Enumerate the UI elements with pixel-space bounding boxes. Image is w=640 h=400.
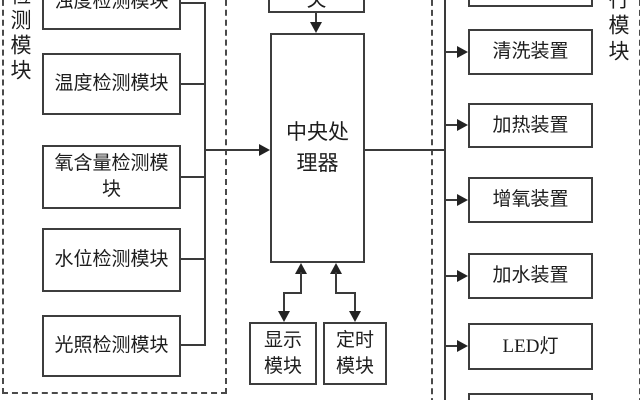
cpu-output-line (365, 149, 445, 151)
detection-module-box-water-level: 水位检测模块 (42, 228, 181, 292)
detection-module-box-temperature: 温度检测模块 (42, 53, 181, 115)
display-module-box: 显示模块 (249, 322, 317, 385)
device-box-led-light: LED灯 (468, 323, 593, 370)
detection-module-box-oxygen: 氧含量检测模块 (42, 145, 181, 209)
cpu-input-arrowhead (259, 144, 270, 156)
cpu-to-timer-arrowhead (349, 311, 361, 322)
device-box-cleaning: 清洗装置 (468, 29, 593, 75)
oxygenation-arrowhead (457, 194, 468, 206)
timer-connector-line (335, 272, 337, 294)
timer-connector-line (354, 292, 356, 313)
cleaning-arrowhead (457, 46, 468, 58)
detection-bus-line (204, 2, 206, 346)
device-box-cut-bottom (468, 393, 593, 400)
top-box-to-cpu-line (315, 13, 317, 23)
cleaning-branch-line (444, 51, 459, 53)
oxygen-connector-line (181, 176, 206, 178)
detection-module-box-light: 光照检测模块 (42, 315, 181, 377)
heating-arrowhead (457, 119, 468, 131)
device-box-water-adding: 加水装置 (468, 253, 593, 299)
temperature-connector-line (181, 83, 206, 85)
execution-group-label: 执行模块 (606, 0, 630, 66)
top-partial-box-label: 关 (306, 0, 327, 11)
turbidity-connector-line (181, 2, 206, 4)
display-connector-line (300, 272, 302, 294)
water-adding-branch-line (444, 275, 459, 277)
display-connector-line (283, 292, 285, 313)
led-arrowhead (457, 340, 468, 352)
detection-group-label: 检测模块 (8, 0, 32, 84)
display-connector-line (283, 292, 302, 294)
water-adding-arrowhead (457, 270, 468, 282)
cpu-input-line (204, 149, 260, 151)
device-box-heating: 加热装置 (468, 103, 593, 148)
light-connector-line (181, 344, 206, 346)
water-level-connector-line (181, 258, 206, 260)
detection-group-panel (2, 0, 227, 394)
cpu-to-display-arrowhead (278, 311, 290, 322)
timer-connector-line (335, 292, 356, 294)
top-partial-box: 关 (268, 0, 365, 13)
device-box-cut-top (468, 0, 593, 7)
timer-to-cpu-arrowhead (330, 263, 342, 274)
device-box-oxygenation: 增氧装置 (468, 177, 593, 223)
led-branch-line (444, 345, 459, 347)
detection-module-box-turbidity: 浊度检测模块 (42, 0, 181, 30)
timer-module-box: 定时模块 (323, 322, 387, 385)
oxygenation-branch-line (444, 199, 459, 201)
cpu-box: 中央处理器 (270, 33, 365, 263)
heating-branch-line (444, 124, 459, 126)
display-to-cpu-arrowhead (295, 263, 307, 274)
top-box-to-cpu-arrowhead (310, 22, 322, 33)
